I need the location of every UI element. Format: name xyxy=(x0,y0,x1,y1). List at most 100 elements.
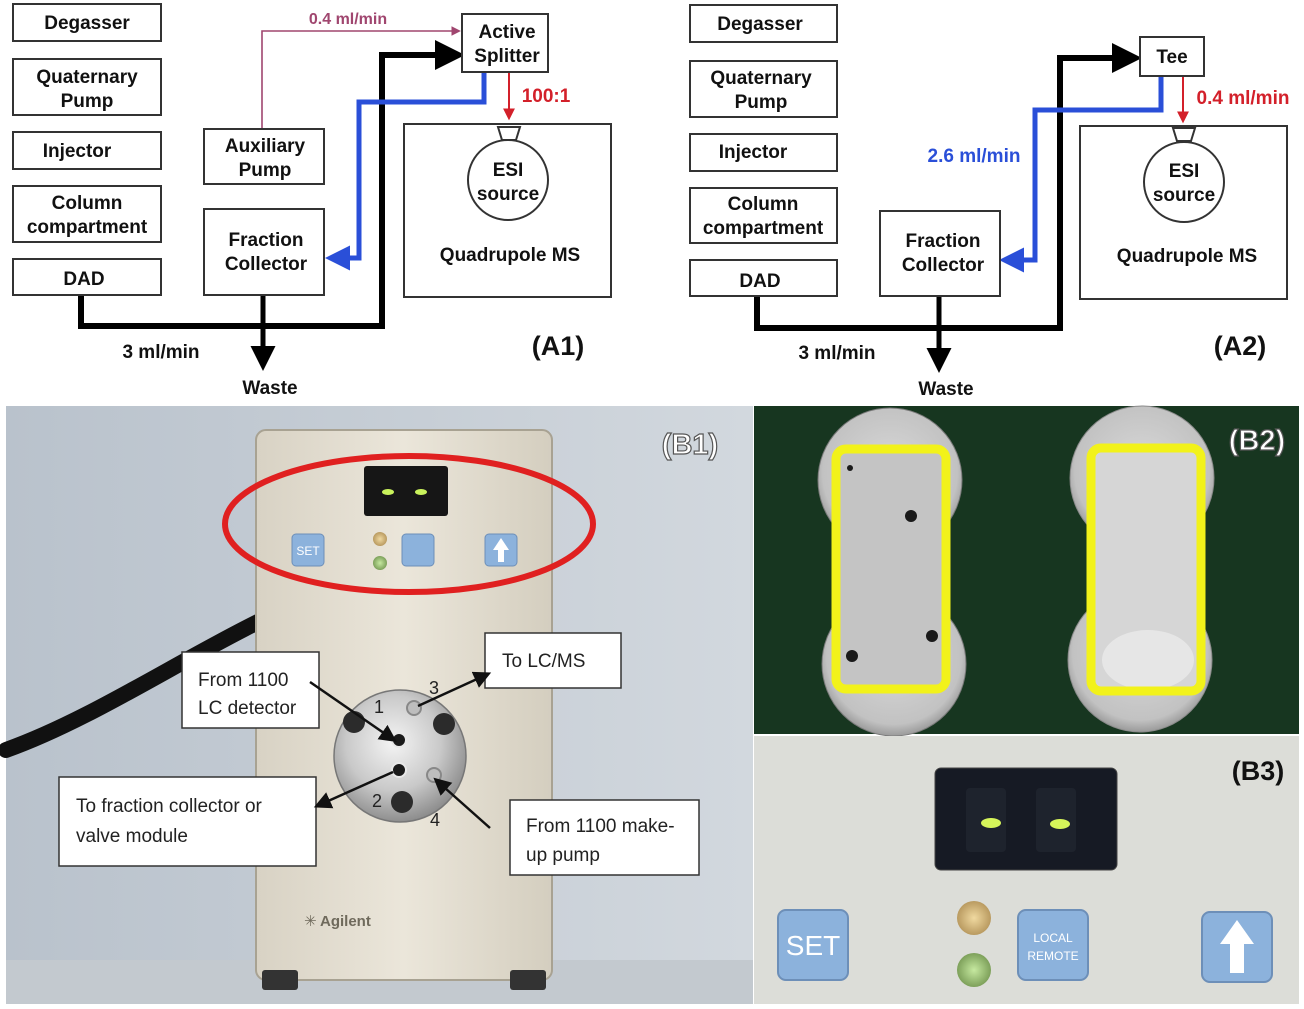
b3-digit-led-1 xyxy=(981,818,1001,828)
b3-display xyxy=(934,767,1118,871)
dad-label-a2: DAD xyxy=(739,271,780,292)
active-splitter-label2-a1: Splitter xyxy=(474,46,540,67)
up-arrow-icon xyxy=(493,538,509,562)
plate-hole-left-4 xyxy=(847,465,853,471)
plate-hole-left-3 xyxy=(926,630,938,642)
esi-label-a1: ESI xyxy=(493,160,524,181)
callout-makeup-line1: From 1100 make- xyxy=(526,816,675,837)
callout-arrow-fraction xyxy=(313,770,394,809)
device-led-amber xyxy=(373,532,387,546)
b3-digit-led-2 xyxy=(1050,819,1070,829)
injector-label-a1: Injector xyxy=(43,141,112,162)
b3-local-remote-button xyxy=(1017,909,1089,981)
degasser-box-a1 xyxy=(12,3,162,42)
panel-a2: Degasser Quaternary Pump Injector Column… xyxy=(689,4,1290,400)
degasser-box-a2 xyxy=(689,4,838,43)
valve-head xyxy=(333,689,467,823)
fraction-collector-label-a2: Fraction xyxy=(906,231,981,252)
fraction-collector-label2-a1: Collector xyxy=(225,254,308,275)
quaternary-pump-box-a2 xyxy=(689,60,838,118)
b3-set-button-label: SET xyxy=(786,930,840,961)
dad-box-a2 xyxy=(689,259,838,297)
fraction-flow-rate-a2: 2.6 ml/min xyxy=(928,146,1021,167)
callout-arrow-detector xyxy=(309,680,397,742)
callout-arrow-lcms xyxy=(417,671,492,708)
waste-label-a2: Waste xyxy=(918,379,973,400)
control-panel-highlight xyxy=(222,453,596,595)
panel-b2-photo: (B2) xyxy=(754,405,1299,737)
auxiliary-pump-label-a1: Auxiliary xyxy=(225,136,306,157)
port-number-1: 1 xyxy=(374,697,384,717)
fraction-collector-box-a1 xyxy=(203,208,325,296)
callout-arrow-makeup xyxy=(433,777,491,829)
quadrupole-ms-label-a1: Quadrupole MS xyxy=(440,245,580,266)
fraction-collector-box-a2 xyxy=(879,210,1001,297)
callout-lcms-label: To LC/MS xyxy=(502,651,585,672)
device-display xyxy=(364,466,448,516)
main-flow-rate-a2: 3 ml/min xyxy=(798,343,875,364)
device-led-green xyxy=(373,556,387,570)
quaternary-pump-box-a1 xyxy=(12,58,162,116)
injector-box-a1 xyxy=(12,131,162,170)
agilent-logo-icon: ✳ xyxy=(304,913,317,930)
display-digit-led-2 xyxy=(415,489,427,495)
panel-tag-b3: (B3) xyxy=(1232,756,1285,786)
auxiliary-pump-box-a1 xyxy=(203,128,325,185)
b3-local-label: LOCAL xyxy=(1033,931,1073,945)
degasser-label-a2: Degasser xyxy=(717,14,803,35)
b3-up-arrow-icon xyxy=(1220,920,1254,973)
device-set-button xyxy=(291,533,325,567)
esi-label2-a1: source xyxy=(477,184,539,205)
waste-label-a1: Waste xyxy=(242,378,297,399)
esi-nozzle-icon-a2 xyxy=(1171,127,1197,142)
panel-tag-a1: (A1) xyxy=(532,331,585,361)
fraction-flow-line-a1 xyxy=(325,72,487,271)
b3-set-button xyxy=(777,909,849,981)
valve-port-4 xyxy=(426,767,442,783)
auxiliary-pump-label2-a1: Pump xyxy=(239,160,292,181)
callout-box-detector xyxy=(181,651,320,729)
injector-box-a2 xyxy=(689,133,838,172)
fraction-flow-line-a2 xyxy=(999,76,1164,273)
split-ratio-a1: 100:1 xyxy=(522,86,571,107)
plate-membrane-right xyxy=(1102,630,1194,690)
dad-box-a1 xyxy=(12,258,162,296)
b3-led-green xyxy=(957,953,991,987)
column-box-a1 xyxy=(12,185,162,243)
splitter-plate-left xyxy=(840,450,944,690)
panel-tag-b2: (B2) xyxy=(1229,425,1285,457)
quaternary-pump-label-a2: Quaternary xyxy=(710,68,812,89)
quaternary-pump-label2-a2: Pump xyxy=(735,92,788,113)
column-label2-a1: compartment xyxy=(27,217,148,238)
quadrupole-ms-label-a2: Quadrupole MS xyxy=(1117,246,1257,267)
valve-port-1 xyxy=(391,732,407,748)
aux-flow-rate-a1: 0.4 ml/min xyxy=(309,11,387,28)
device-foot-right xyxy=(510,970,546,990)
plate-hole-left-2 xyxy=(846,650,858,662)
callout-box-lcms xyxy=(484,632,622,689)
column-label2-a2: compartment xyxy=(703,218,824,239)
callout-box-fraction xyxy=(58,776,317,867)
column-box-a2 xyxy=(689,187,838,244)
ms-flow-rate-a2: 0.4 ml/min xyxy=(1197,88,1290,109)
tee-box-a2 xyxy=(1139,36,1205,77)
valve-port-3 xyxy=(406,700,422,716)
b1-cable xyxy=(0,612,270,758)
device-local-remote-button xyxy=(401,533,435,567)
callout-detector-line1: From 1100 xyxy=(198,670,288,691)
valve-screw-right xyxy=(433,713,455,735)
display-digit-led-1 xyxy=(382,489,394,495)
valve-port-2 xyxy=(391,762,407,778)
port-number-3: 3 xyxy=(429,678,439,698)
esi-source-circle-a1 xyxy=(467,139,549,221)
plate-hole-left-1 xyxy=(905,510,917,522)
b3-remote-label: REMOTE xyxy=(1027,949,1078,963)
port-number-2: 2 xyxy=(372,791,382,811)
panel-tag-b1: (B1) xyxy=(662,429,718,461)
device-foot-left xyxy=(262,970,298,990)
panel-b1-photo: SET 1 2 3 4 ✳ Agilent From 1100 LC detec… xyxy=(0,406,753,1004)
b3-led-amber xyxy=(957,901,991,935)
esi-nozzle-icon-a1 xyxy=(496,126,522,141)
callout-box-makeup xyxy=(509,799,700,876)
